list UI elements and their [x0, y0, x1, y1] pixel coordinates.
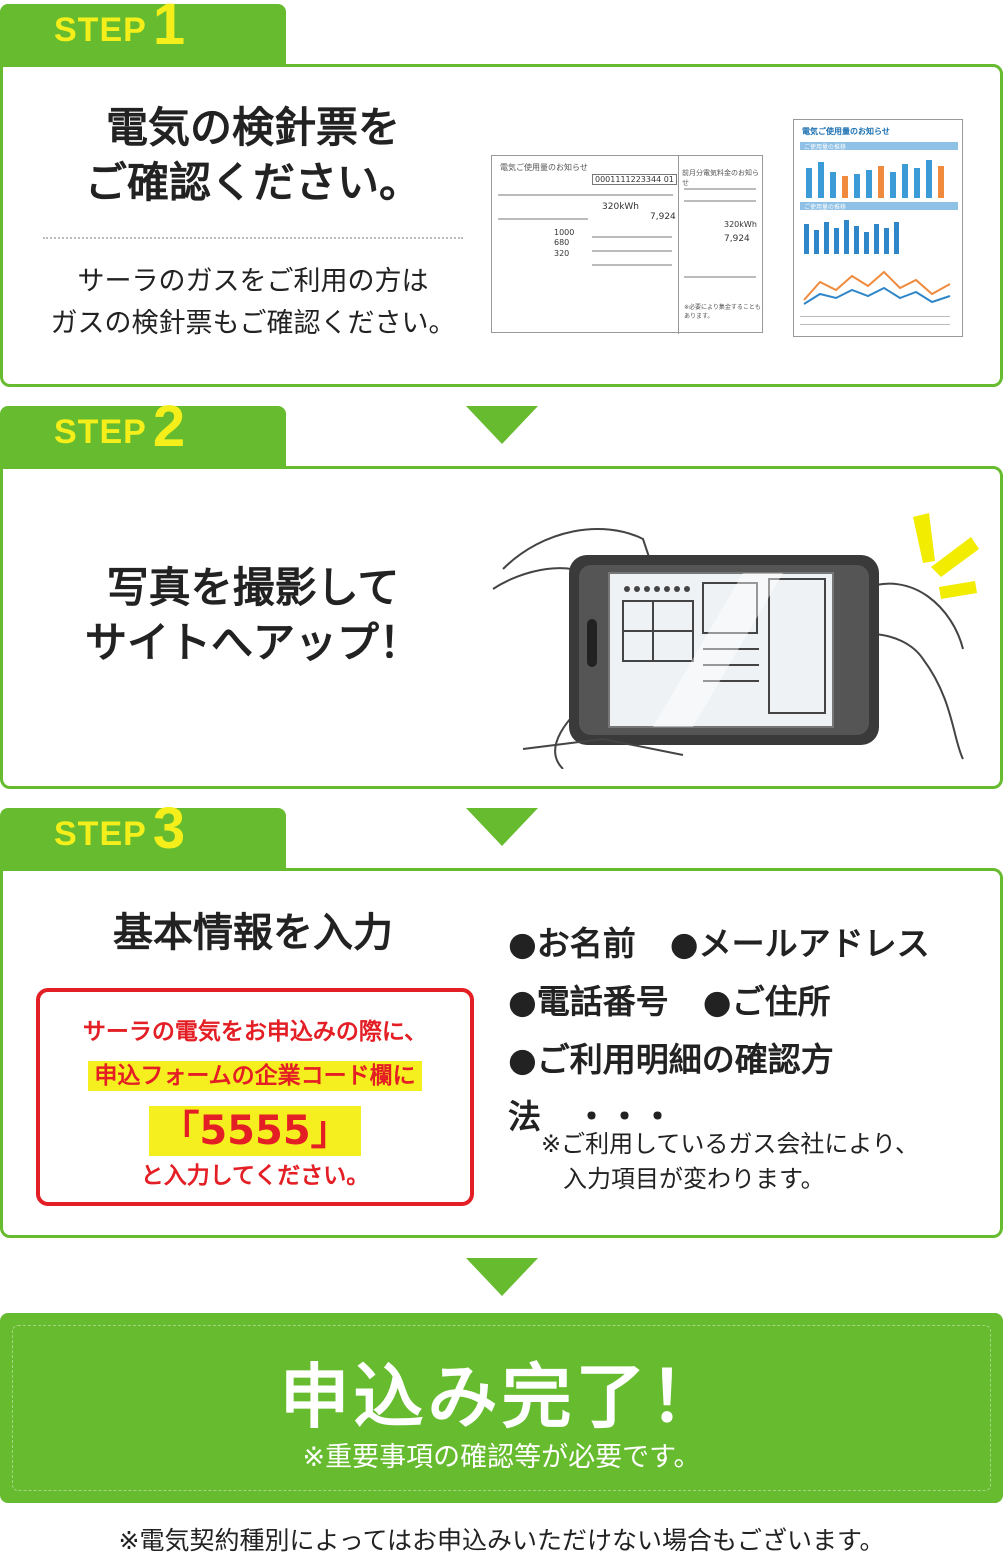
- step2-panel: 写真を撮影して サイトへアップ！: [0, 466, 1003, 789]
- step1-divider: [43, 237, 463, 239]
- step3-note: ※ご利用しているガス会社により、 入力項目が変わります。: [541, 1130, 919, 1193]
- phone-photo-icon: [492, 513, 979, 769]
- doc1-right-title: 前月分電気料金のお知らせ: [682, 169, 759, 187]
- step2-heading: 写真を撮影して サイトへアップ！: [84, 563, 421, 667]
- notice-line2: 申込フォームの企業コード欄に: [88, 1061, 422, 1091]
- doc1-rows: 1000 680 320: [554, 228, 575, 258]
- doc1-title: 電気ご使用量のお知らせ: [500, 163, 588, 172]
- list-item: ●ご利用明細の確認方法・・・: [508, 1039, 834, 1137]
- step3-panel: 基本情報を入力 サーラの電気をお申込みの際に、 申込フォームの企業コード欄に 「…: [0, 868, 1003, 1238]
- list-item: ●電話番号●ご住所: [508, 981, 831, 1021]
- step3-heading: 基本情報を入力: [113, 910, 393, 956]
- list-item: ●お名前●メールアドレス: [508, 924, 930, 963]
- meter-slip-image: 電気ご使用量のお知らせ 0001111223344 01 320kWh 1000…: [491, 155, 763, 334]
- down-arrow-3: [466, 1258, 538, 1296]
- usage-report-image: 電気ご使用量のお知らせ ご使用量の推移 ご使用量の推移: [793, 119, 963, 337]
- completion-note: ※重要事項の確認等が必要です。: [302, 1442, 701, 1473]
- step1-heading: 電気の検針票を ご確認ください。: [84, 103, 421, 207]
- down-arrow-1: [466, 406, 538, 444]
- step1-sub: サーラのガスをご利用の方は ガスの検針票もご確認ください。: [50, 266, 456, 339]
- usage-line-icon: [803, 270, 951, 305]
- doc2-section1: ご使用量の推移: [804, 144, 847, 151]
- notice-line4: と入力してください。: [140, 1163, 370, 1189]
- doc1-customer-number: 0001111223344 01: [592, 174, 677, 185]
- down-arrow-2: [466, 808, 538, 846]
- company-code-notice: サーラの電気をお申込みの際に、 申込フォームの企業コード欄に 「5555」 と入…: [36, 988, 474, 1206]
- doc1-footnote: ※必要により集金することもあります。: [684, 304, 761, 320]
- company-code: 「5555」: [149, 1106, 361, 1156]
- doc2-section2: ご使用量の推移: [804, 204, 847, 211]
- doc1-usage: 320: [602, 202, 620, 212]
- doc1-usage-unit: kWh: [619, 202, 640, 212]
- notice-line1: サーラの電気をお申込みの際に、: [82, 1019, 428, 1045]
- doc1-right-total: 7,924: [724, 234, 750, 244]
- step1-panel: 電気の検針票を ご確認ください。 サーラのガスをご利用の方は ガスの検針票もご確…: [0, 64, 1003, 387]
- completion-title: 申込み完了！: [279, 1356, 724, 1438]
- completion-banner: 申込み完了！ ※重要事項の確認等が必要です。: [0, 1313, 1003, 1503]
- usage-bars-icon: [806, 160, 944, 198]
- footer-note: ※電気契約種別によってはお申込みいただけない場合もございます。: [118, 1526, 885, 1555]
- doc1-total: 7,924: [650, 212, 676, 222]
- doc2-title: 電気ご使用量のお知らせ: [802, 127, 890, 136]
- doc1-right-usage: 320kWh: [724, 220, 757, 229]
- input-items-list: ●お名前●メールアドレス ●電話番号●ご住所 ●ご利用明細の確認方法・・・: [508, 915, 1000, 1146]
- usage-bars2-icon: [804, 220, 899, 254]
